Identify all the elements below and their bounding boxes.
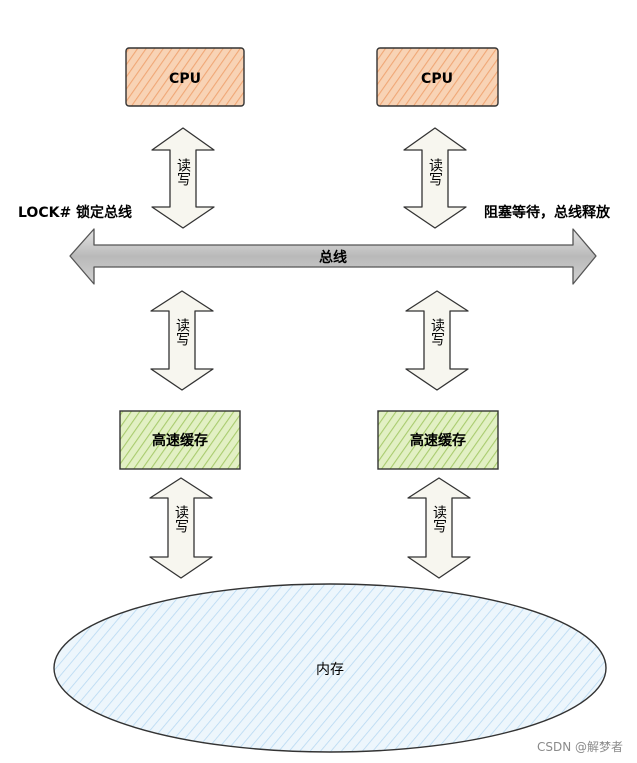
cache-left-label: 高速缓存 xyxy=(152,432,208,449)
rw-label: 读写 xyxy=(427,157,443,186)
rw-arrow-cpu-left: 读写 xyxy=(151,127,215,229)
main-memory: 内存 xyxy=(53,583,607,753)
rw-arrow-mem-right: 读写 xyxy=(407,477,471,579)
rw-label: 读写 xyxy=(431,504,447,533)
lock-bus-note: LOCK# 锁定总线 xyxy=(18,205,133,221)
cpu-left-label: CPU xyxy=(169,71,201,87)
rw-label: 读写 xyxy=(175,157,191,186)
cache-right: 高速缓存 xyxy=(377,410,499,470)
watermark: CSDN @解梦者 xyxy=(536,740,623,754)
rw-arrow-mem-left: 读写 xyxy=(149,477,213,579)
memory-label: 内存 xyxy=(316,662,344,678)
cpu-right-label: CPU xyxy=(421,71,453,87)
cpu-right: CPU xyxy=(376,47,499,107)
rw-arrow-cache-left: 读写 xyxy=(150,290,214,391)
rw-arrow-cpu-right: 读写 xyxy=(403,127,467,229)
cache-left: 高速缓存 xyxy=(119,410,241,470)
rw-label: 读写 xyxy=(429,317,445,346)
bus-label: 总线 xyxy=(319,249,347,266)
blocked-wait-note: 阻塞等待，总线释放 xyxy=(484,205,610,221)
cpu-left: CPU xyxy=(125,47,245,107)
rw-label: 读写 xyxy=(174,317,190,346)
rw-label: 读写 xyxy=(173,504,189,533)
rw-arrow-cache-right: 读写 xyxy=(405,290,469,391)
system-bus: 总线 xyxy=(69,228,597,285)
cache-right-label: 高速缓存 xyxy=(410,432,466,449)
